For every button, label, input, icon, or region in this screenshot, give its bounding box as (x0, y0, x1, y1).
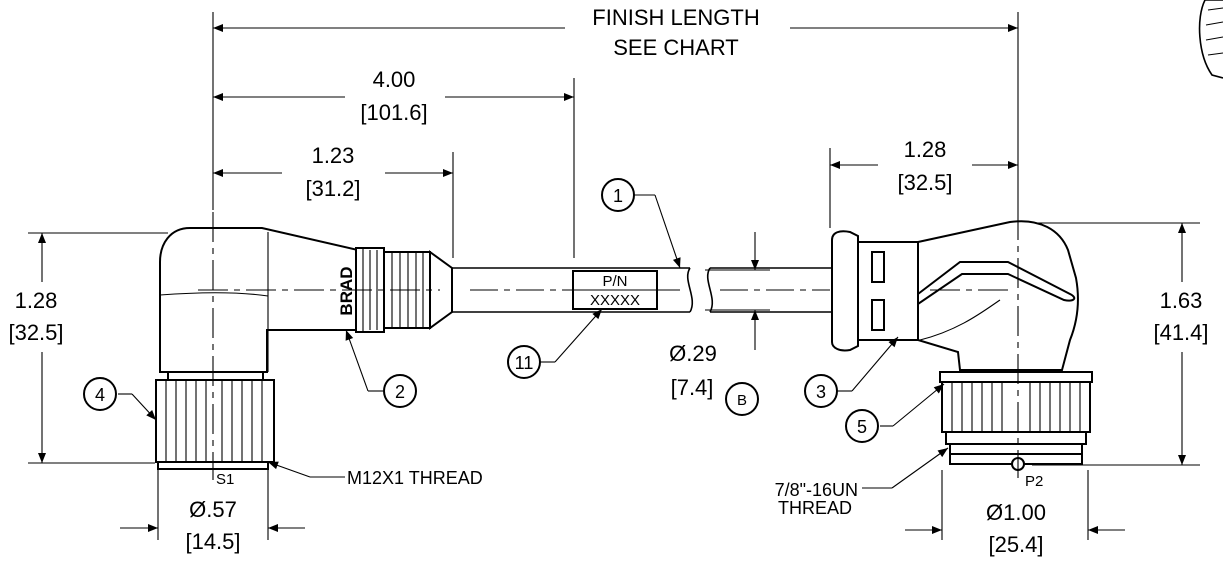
svg-text:5: 5 (857, 417, 867, 437)
dimension-lines (38, 24, 1186, 534)
extension-lines (28, 12, 1200, 540)
p2-label: P2 (1025, 473, 1043, 490)
reference-balloon-b: B (725, 382, 759, 416)
part-number-sleeve: P/N XXXXX (572, 270, 658, 310)
finish-length-line2: SEE CHART (613, 35, 739, 60)
svg-text:3: 3 (816, 382, 826, 402)
left-m12-connector: BRAD S1 (155, 212, 453, 488)
callout-balloon-3: 3 (804, 374, 838, 408)
m12-thread-label: M12X1 THREAD (347, 468, 483, 488)
dim-0-29-mm: [7.4] (671, 375, 714, 400)
finish-length-line1: FINISH LENGTH (592, 5, 759, 30)
dim-1-63-mm: [41.4] (1153, 320, 1208, 345)
svg-text:11: 11 (515, 353, 534, 373)
dim-1-28-top-mm: [32.5] (897, 170, 952, 195)
dim-0-29-in: Ø.29 (669, 341, 717, 366)
dimension-texts: FINISH LENGTH SEE CHART 4.00 [101.6] 1.2… (8, 5, 1208, 557)
svg-text:1: 1 (613, 186, 623, 206)
callout-balloon-1: 1 (601, 178, 635, 212)
right-78-connector: P2 (831, 210, 1093, 490)
dim-1-23-mm: [31.2] (305, 176, 360, 201)
brand-text: BRAD (337, 266, 356, 315)
s1-label: S1 (216, 471, 234, 488)
callout-balloon-4: 4 (83, 377, 117, 411)
svg-text:B: B (737, 392, 747, 409)
dim-4-00-in: 4.00 (373, 67, 416, 92)
pn-top-text: P/N (602, 273, 627, 290)
leaders (118, 194, 949, 489)
dim-1-23-in: 1.23 (312, 143, 355, 168)
callout-balloon-5: 5 (845, 409, 879, 443)
dim-1-28-left-mm: [32.5] (8, 320, 63, 345)
dim-0-57-mm: [14.5] (185, 529, 240, 554)
svg-text:4: 4 (95, 385, 105, 405)
dim-1-28-left-in: 1.28 (15, 288, 58, 313)
callout-balloon-11: 11 (507, 345, 541, 379)
dim-1-28-top-in: 1.28 (904, 137, 947, 162)
dim-1-00-mm: [25.4] (988, 532, 1043, 557)
un-thread-line2: THREAD (778, 498, 852, 518)
svg-text:2: 2 (395, 382, 405, 402)
dim-1-63-in: 1.63 (1160, 288, 1203, 313)
dim-4-00-mm: [101.6] (360, 100, 427, 125)
dim-1-00-in: Ø1.00 (986, 500, 1046, 525)
un-thread-line1: 7/8"-16UN (775, 480, 858, 500)
pn-bottom-text: XXXXX (590, 292, 640, 309)
dim-0-57-in: Ø.57 (189, 497, 237, 522)
callout-balloon-2: 2 (383, 374, 417, 408)
edge-partial-view (1198, 0, 1223, 79)
